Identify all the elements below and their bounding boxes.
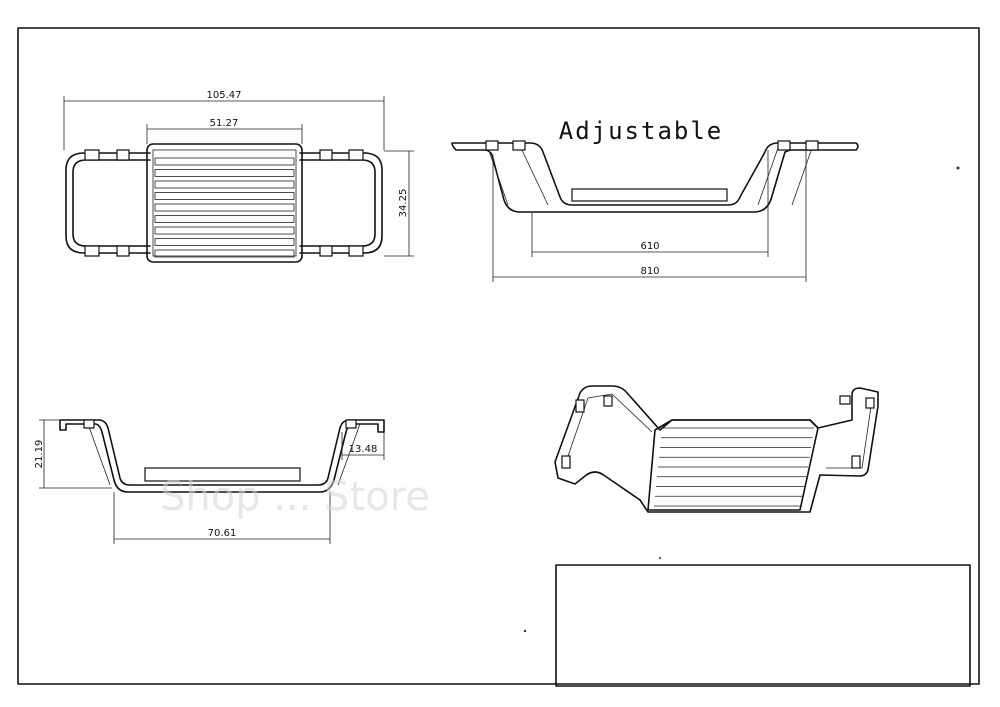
isometric-seat (647, 419, 819, 511)
front-view-seat (144, 467, 301, 482)
seat-slat (154, 169, 295, 177)
dim-total-width: 105.47 (207, 90, 242, 101)
seat-slat (154, 226, 295, 235)
drawing-border (17, 27, 980, 685)
drawing-title: Adjustable (559, 117, 724, 145)
seat-slat (154, 157, 295, 166)
seat-slat (154, 180, 295, 189)
seat-slat (154, 192, 295, 200)
front-view: 21.19 13.48 70.61 (34, 419, 385, 544)
seat-slat (154, 203, 295, 212)
seat-slat (154, 238, 295, 246)
front-view-frame (59, 419, 385, 493)
dim-inner-width: 51.27 (210, 118, 239, 129)
isometric-frame (554, 385, 879, 513)
seat-slats (154, 157, 295, 258)
title-block (555, 564, 971, 687)
dim-outer-length: 810 (640, 266, 659, 277)
seat-slat (154, 215, 295, 223)
side-view-frame (451, 142, 859, 213)
isometric-slats (654, 427, 814, 507)
isometric-view (554, 385, 879, 513)
dim-hook-width: 13.48 (349, 444, 378, 455)
side-view-seat (571, 188, 728, 202)
dim-front-height: 21.19 (34, 440, 45, 469)
side-view: Adjustable 610 810 (451, 117, 859, 282)
top-view-seat (146, 143, 303, 263)
dim-inner-length: 610 (640, 241, 659, 252)
top-view-right-frame (299, 152, 383, 254)
dim-depth: 34.25 (398, 189, 409, 218)
seat-slat (154, 249, 295, 258)
top-view: 105.47 51.27 34.25 (63, 90, 414, 263)
dim-seat-width: 70.61 (208, 528, 237, 539)
top-view-left-frame (65, 152, 151, 254)
watermark: Shop ... Store (160, 474, 430, 520)
